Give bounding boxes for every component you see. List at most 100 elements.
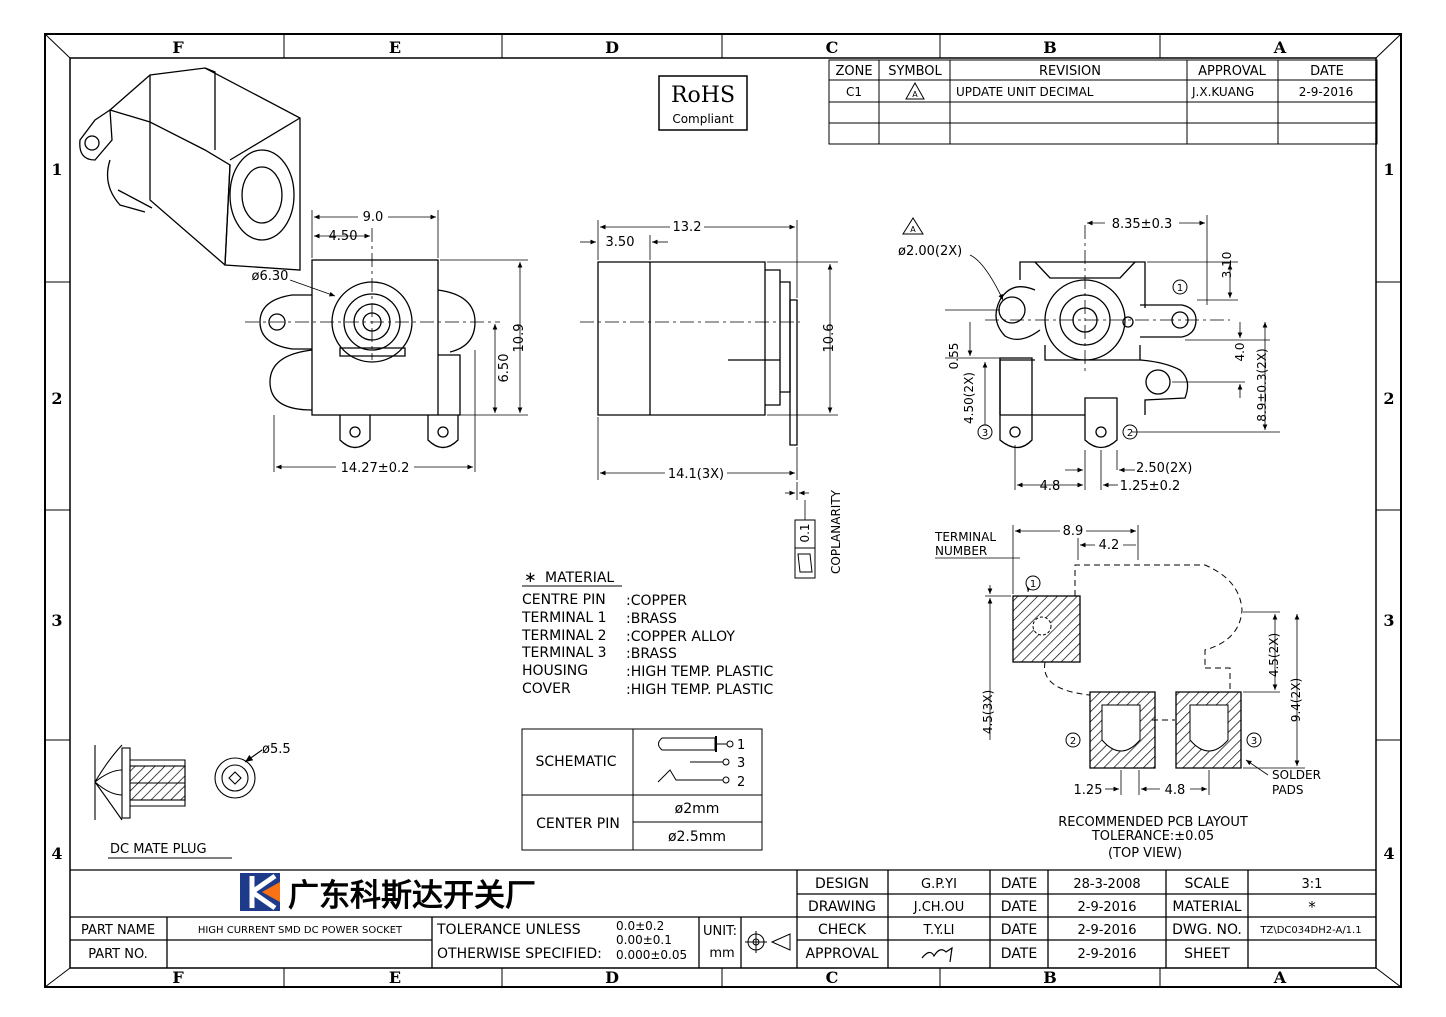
center-pin-option: ø2mm	[675, 801, 720, 817]
approval-signature	[921, 946, 953, 963]
zone-row-label: 1	[51, 160, 62, 179]
side-view	[597, 261, 798, 446]
dim-bottom-f: 1.25±0.2	[1120, 479, 1181, 494]
approval-date: 2-9-2016	[1077, 947, 1136, 962]
dim-side-terminal: 14.1(3X)	[668, 467, 724, 482]
dim-bottom-c: 4.0	[1233, 342, 1247, 361]
material-value: :BRASS	[626, 611, 677, 627]
pcb-layout	[1012, 564, 1243, 769]
asterisk-icon: ∗	[524, 568, 537, 586]
rev-date: 2-9-2016	[1299, 85, 1353, 99]
tolerance-value: 0.00±0.1	[616, 933, 672, 947]
dim-side-height: 10.6	[822, 324, 837, 353]
unit-label: UNIT:	[703, 924, 737, 939]
tolerance-label: TOLERANCE UNLESS	[436, 922, 581, 938]
svg-text:A: A	[912, 90, 918, 99]
date-label: DATE	[1001, 899, 1037, 915]
zone-rows-right: 1 2 3 4	[1383, 160, 1394, 863]
sheet-label: SHEET	[1184, 946, 1230, 962]
zone-col-label: D	[605, 968, 619, 987]
zone-col-label: B	[1043, 38, 1057, 57]
zone-row-label: 4	[1383, 844, 1394, 863]
material-part: CENTRE PIN	[522, 592, 606, 608]
material-value: *	[1308, 898, 1316, 916]
terminal-marker: 3	[977, 424, 993, 440]
zone-row-label: 4	[51, 844, 62, 863]
material-value: :COPPER	[626, 593, 687, 609]
dim-pcb-bottom-a: 1.25	[1074, 783, 1103, 798]
schematic-label: SCHEMATIC	[535, 754, 616, 770]
bottom-view	[995, 261, 1197, 449]
schematic-symbol-icon	[657, 736, 734, 784]
rohs-title: RoHS	[671, 83, 735, 108]
rev-triangle-icon: A	[905, 81, 925, 100]
dim-bottom-b: 4.50(2X)	[962, 372, 976, 424]
rohs-compliant: Compliant	[672, 112, 734, 126]
schematic-pin: 3	[737, 756, 745, 771]
svg-text:1: 1	[1177, 283, 1183, 294]
date-label: DATE	[1001, 922, 1037, 938]
svg-text:3: 3	[982, 428, 988, 439]
zone-row-label: 3	[1383, 611, 1394, 630]
terminal-marker: 2	[1065, 732, 1081, 748]
design-date: 28-3-2008	[1073, 877, 1140, 892]
svg-text:A: A	[910, 225, 916, 234]
dim-bottom-holes: ø2.00(2X)	[898, 244, 962, 259]
unit-value: mm	[709, 946, 734, 961]
material-part: HOUSING	[522, 663, 588, 679]
part-no-label: PART NO.	[88, 947, 148, 962]
dim-front-height: 10.9	[512, 324, 527, 353]
dim-front-diameter: ø6.30	[252, 269, 289, 284]
svg-text:1: 1	[1030, 579, 1036, 590]
dim-pcb-right-b: 9.4(2X)	[1289, 678, 1303, 722]
solder-pads-label: SOLDER	[1272, 768, 1321, 782]
coplanarity-callout: 0.1 COPLANARITY	[794, 489, 843, 579]
rev-description: UPDATE UNIT DECIMAL	[956, 85, 1094, 99]
bottom-view-labels: A ø2.00(2X) 8.35±0.3 3.10 0.55 4.50(2X) …	[898, 216, 1269, 494]
dim-pcb-width: 8.9	[1063, 524, 1084, 539]
zone-row-label: 3	[51, 611, 62, 630]
pcb-caption: (TOP VIEW)	[1108, 846, 1182, 861]
pcb-caption: RECOMMENDED PCB LAYOUT	[1058, 815, 1248, 830]
rev-header-date: DATE	[1310, 64, 1344, 79]
dim-front-half: 4.50	[329, 229, 358, 244]
material-value: :HIGH TEMP. PLASTIC	[626, 682, 774, 698]
zone-row-label: 1	[1383, 160, 1394, 179]
solder-pads-label: PADS	[1272, 783, 1304, 797]
schematic-pin: 2	[737, 775, 745, 790]
dim-pcb-half: 4.2	[1099, 538, 1120, 553]
zone-col-label: A	[1273, 38, 1287, 57]
tolerance-value: 0.000±0.05	[616, 948, 687, 962]
rev-triangle-icon: A	[902, 217, 924, 235]
svg-text:3: 3	[1251, 736, 1257, 747]
svg-text:2: 2	[1127, 428, 1133, 439]
scale-value: 3:1	[1302, 877, 1323, 892]
material-list: ∗ MATERIAL CENTRE PIN :COPPER TERMINAL 1…	[521, 568, 774, 698]
pcb-layout-dimensions	[985, 525, 1305, 795]
dim-pcb-left: 4.5(3X)	[981, 690, 995, 734]
material-part: COVER	[522, 681, 571, 697]
terminal-number-label: TERMINAL	[934, 530, 996, 544]
center-pin-option: ø2.5mm	[668, 829, 726, 845]
part-name-value: HIGH CURRENT SMD DC POWER SOCKET	[198, 925, 403, 936]
zone-col-label: C	[826, 968, 839, 987]
coplanarity-label: COPLANARITY	[829, 489, 843, 574]
date-label: DATE	[1001, 876, 1037, 892]
zone-col-label: A	[1273, 968, 1287, 987]
terminal-marker: 3	[1246, 732, 1262, 748]
material-label: MATERIAL	[1172, 899, 1241, 915]
dim-front-width: 9.0	[363, 210, 384, 225]
dim-bottom-a: 0.55	[947, 343, 961, 370]
company-name: 广东科斯达开关厂	[288, 878, 536, 914]
rev-approval: J.X.KUANG	[1191, 85, 1254, 99]
rev-zone: C1	[846, 85, 862, 99]
design-label: DESIGN	[815, 876, 869, 892]
dc-mate-plug	[94, 744, 263, 821]
material-part: TERMINAL 2	[521, 628, 607, 644]
zone-col-label: F	[172, 968, 184, 987]
flatness-icon	[797, 553, 813, 573]
revision-table: ZONE SYMBOL REVISION APPROVAL DATE C1 A …	[828, 59, 1378, 145]
dim-bottom-e: 4.8	[1040, 479, 1061, 494]
zone-col-label: B	[1043, 968, 1057, 987]
material-part: TERMINAL 3	[521, 645, 607, 661]
